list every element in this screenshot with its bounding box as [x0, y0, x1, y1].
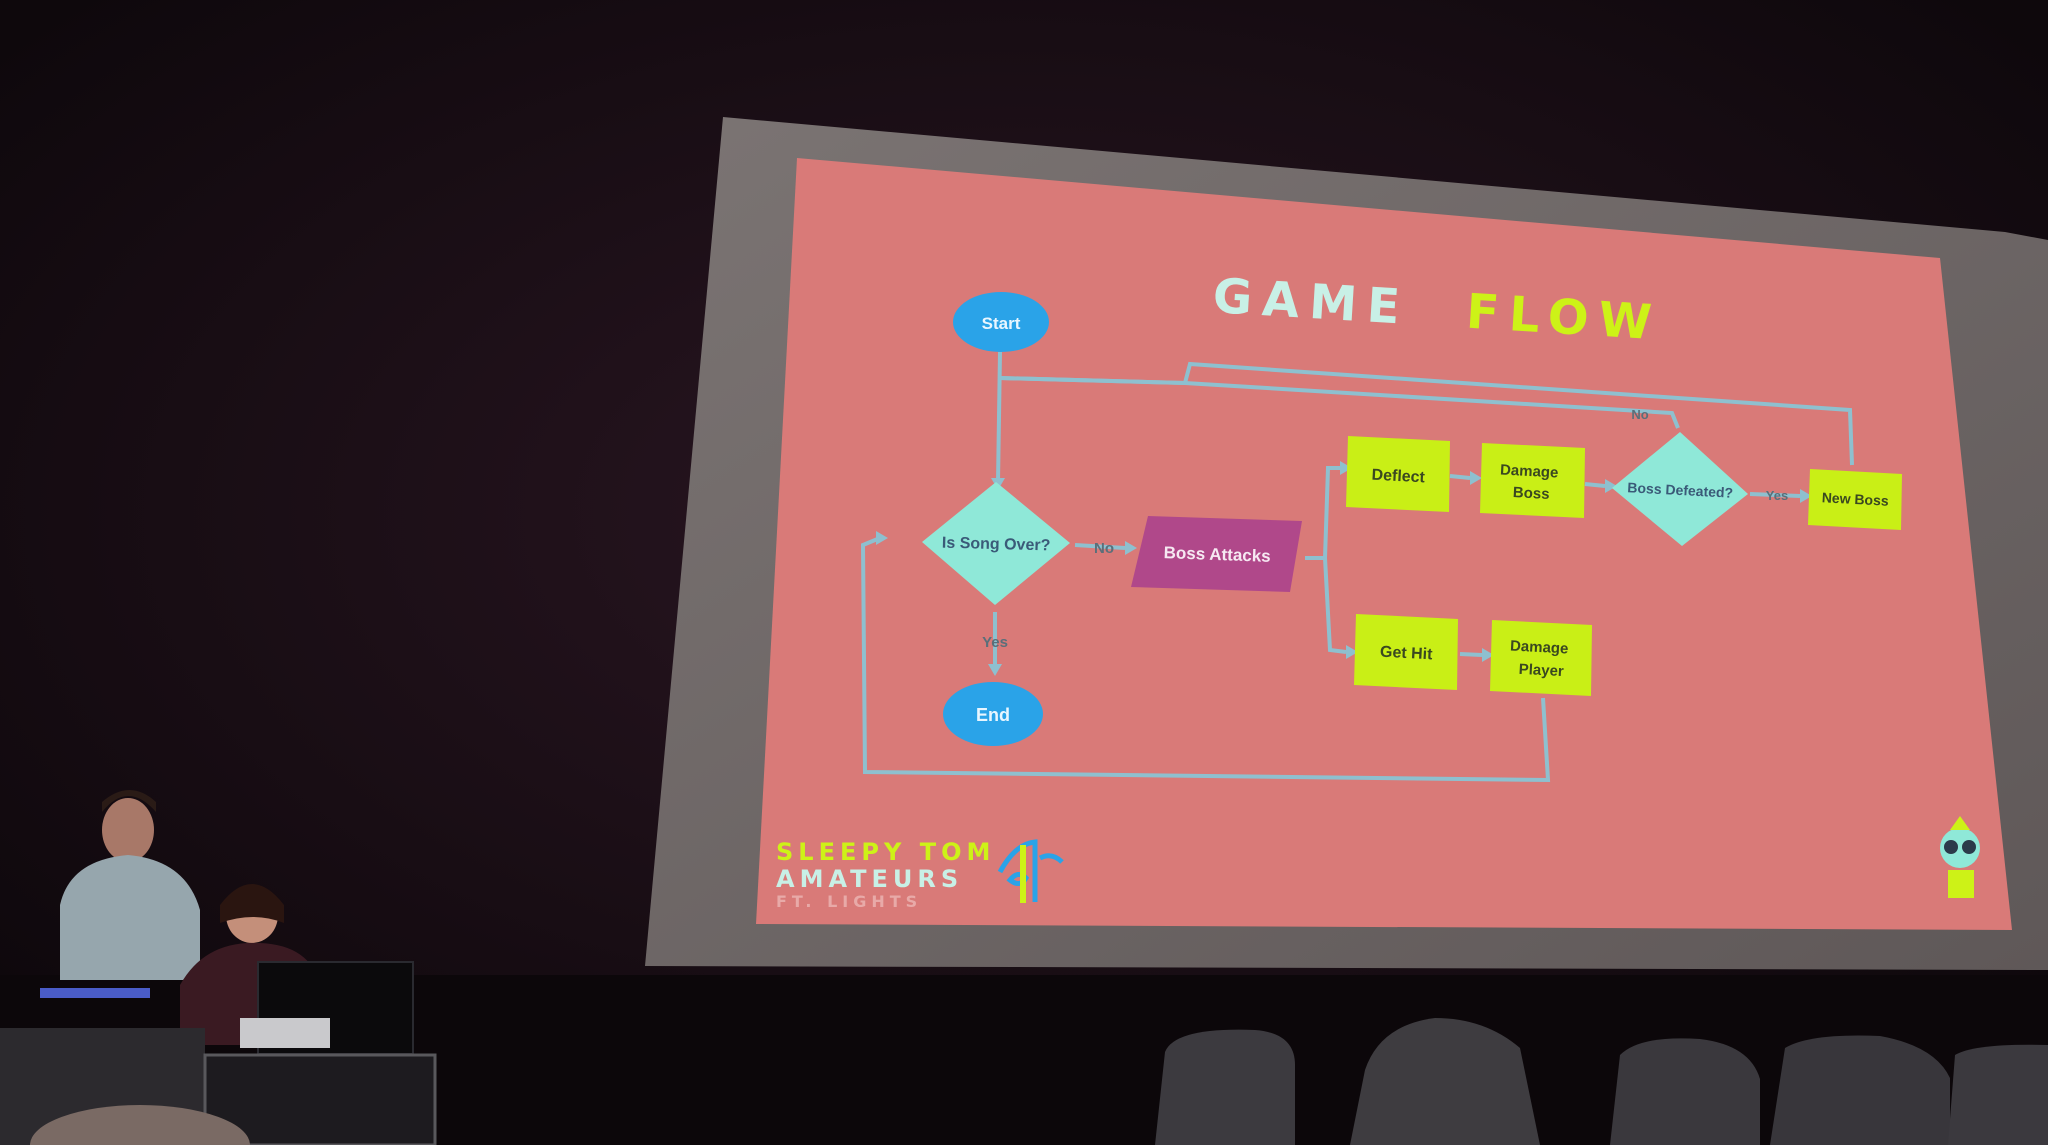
damage-boss-label-1: Damage [1500, 461, 1559, 481]
flow-connectors [860, 351, 1854, 783]
is-song-over-label: Is Song Over? [942, 535, 1051, 555]
connector-get-hit-to-damage-player [1459, 652, 1483, 657]
connector-start-to-decision [996, 351, 1002, 483]
boss-defeated-decision: Boss Defeated? [1612, 432, 1748, 546]
get-hit-node: Get Hit [1354, 614, 1458, 690]
connector-deflect-to-damage-boss [1449, 474, 1471, 480]
mascot-icon [1940, 816, 1980, 898]
sleepy-tom-logo: SLEEPY TOM AMATEURS FT. LIGHTS [776, 838, 1064, 911]
flow-arrowheads [876, 461, 1812, 676]
get-hit-label: Get Hit [1380, 644, 1434, 664]
start-label: Start [982, 314, 1021, 333]
logo-line-2: AMATEURS [776, 865, 963, 893]
damage-boss-label-2: Boss [1512, 484, 1550, 503]
stage-chair [1770, 1035, 1950, 1145]
connector-damage-boss-to-decision [1584, 482, 1606, 488]
connector-branch [1305, 466, 1347, 654]
connector-damage-player-return [860, 536, 1551, 783]
slide-title: GAME FLOW [1211, 268, 1663, 351]
title-part-flow: FLOW [1465, 284, 1663, 352]
boss-defeated-label: Boss Defeated? [1627, 479, 1734, 501]
stage-chair [1610, 1038, 1760, 1145]
desk [203, 1053, 437, 1145]
end-node: End [943, 682, 1043, 746]
connector-decision-to-new-boss [1749, 492, 1801, 498]
logo-line-3: FT. LIGHTS [776, 892, 922, 911]
lamp-post-icon [1020, 845, 1026, 903]
connector-decision-to-boss-attacks [1074, 543, 1126, 550]
damage-player-label-2: Player [1518, 661, 1564, 680]
logo-line-1: SLEEPY TOM [776, 838, 995, 866]
damage-player-label-1: Damage [1510, 637, 1569, 657]
damage-player-node: Damage Player [1490, 620, 1592, 696]
stage-chair [1948, 1044, 2048, 1145]
title-part-game: GAME [1211, 268, 1411, 336]
start-node: Start [953, 292, 1049, 352]
laptop-stand [240, 1018, 330, 1048]
damage-boss-node: Damage Boss [1480, 443, 1585, 518]
connector-no-boss-loop [999, 376, 1680, 429]
slide [756, 158, 2012, 930]
end-label: End [976, 705, 1010, 725]
stage-chair [1350, 1018, 1540, 1145]
deflect-node: Deflect [1346, 436, 1450, 512]
audience-head [30, 1105, 250, 1145]
desk-light [40, 988, 150, 998]
boss-attacks-label: Boss Attacks [1163, 543, 1271, 566]
presenter-person-standing [60, 790, 200, 980]
is-song-over-decision: Is Song Over? [922, 482, 1070, 605]
new-boss-node: New Boss [1808, 469, 1902, 530]
stage-chair [1155, 1029, 1295, 1145]
edge-label-yes-song: Yes [982, 634, 1008, 651]
deflect-label: Deflect [1371, 467, 1426, 487]
boss-attacks-node: Boss Attacks [1131, 516, 1302, 592]
new-boss-label: New Boss [1821, 489, 1889, 508]
edge-label-yes-boss: Yes [1766, 488, 1788, 503]
edge-label-no-song: No [1094, 540, 1114, 557]
edge-label-no-boss: No [1631, 407, 1648, 422]
